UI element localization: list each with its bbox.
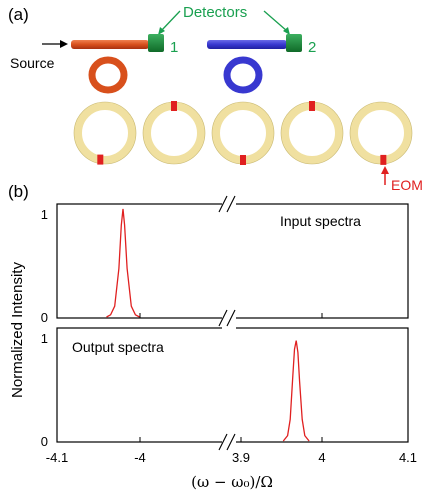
input-spectrum-line (106, 208, 140, 318)
detector-arrowhead-1 (158, 27, 165, 35)
source-arrowhead (60, 40, 68, 48)
detector-arrow-2 (263, 10, 288, 32)
eom-segment (240, 155, 246, 165)
top-y-tick-1: 1 (41, 207, 48, 222)
detector-2 (286, 34, 302, 52)
yellow-ring-outline (73, 101, 137, 165)
detector-2-label: 2 (308, 39, 316, 56)
waveguide-1 (71, 40, 149, 49)
detectors-label: Detectors (183, 4, 247, 21)
x-tick-label: -4 (134, 450, 146, 465)
bottom-y-tick-0: 0 (41, 434, 48, 449)
x-tick-marks (139, 313, 323, 442)
detector-1-label: 1 (170, 39, 178, 56)
ring-blue (223, 56, 263, 94)
yellow-ring (212, 102, 274, 164)
eom-segment (97, 154, 104, 165)
ring-orange (88, 56, 128, 94)
x-tick-label: 4 (318, 450, 325, 465)
eom-segment (309, 101, 315, 111)
yellow-ring (350, 102, 412, 164)
source-label: Source (10, 55, 55, 71)
detector-1 (148, 34, 164, 52)
yellow-ring (281, 102, 343, 164)
top-plot-title: Input spectra (280, 213, 361, 229)
eom-arrowhead (381, 166, 389, 174)
x-tick-label: 4.1 (399, 450, 417, 465)
eom-label: EOM (391, 177, 423, 193)
panel-a-label: (a) (8, 5, 29, 24)
yellow-ring (143, 102, 205, 164)
detector-arrow-1 (160, 10, 181, 32)
eom-segment (171, 101, 177, 111)
y-axis-label: Normalized Intensity (9, 262, 26, 398)
x-axis-label: (ω − ω₀)/Ω (191, 473, 273, 491)
bottom-y-tick-1: 1 (41, 331, 48, 346)
detector-arrowhead-2 (283, 27, 290, 35)
waveguide-2 (207, 40, 287, 49)
x-tick-label: -4.1 (46, 450, 68, 465)
top-y-tick-0: 0 (41, 310, 48, 325)
eom-segment (380, 154, 387, 165)
x-tick-label: 3.9 (232, 450, 250, 465)
panel-b-label: (b) (8, 182, 29, 201)
bottom-plot-title: Output spectra (72, 339, 164, 355)
output-spectrum-line (282, 340, 310, 442)
yellow-ring-array (73, 101, 413, 165)
axis-break-marks (218, 195, 236, 451)
yellow-ring (74, 102, 136, 164)
